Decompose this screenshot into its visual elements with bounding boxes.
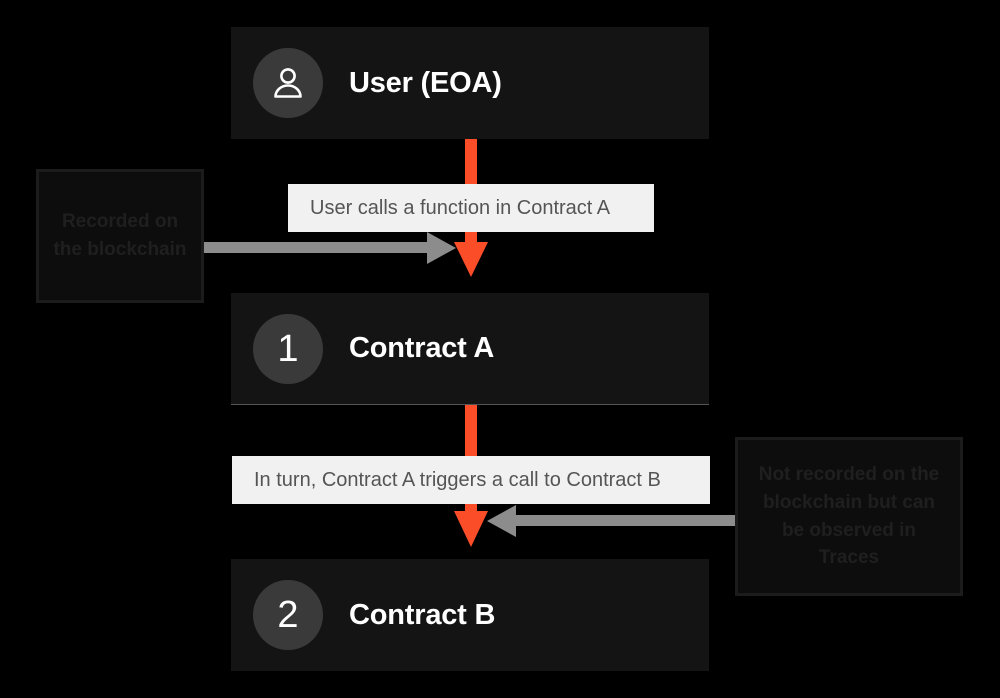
caption-user-calls-contract-a: User calls a function in Contract A xyxy=(288,184,654,232)
node-label-user: User (EOA) xyxy=(349,66,502,99)
step-badge-1: 1 xyxy=(253,313,323,384)
node-label-contract-a: Contract A xyxy=(349,332,495,364)
user-avatar-badge xyxy=(253,48,323,118)
annotation-arrow-right xyxy=(487,505,740,537)
note-not-recorded-traces: Not recorded on the blockchain but can b… xyxy=(735,437,963,596)
node-contract-a[interactable]: 1 Contract A xyxy=(231,293,709,405)
node-user-eoa[interactable]: User (EOA) xyxy=(231,27,709,139)
annotation-arrow-left xyxy=(203,232,456,264)
step-badge-2: 2 xyxy=(253,580,323,650)
caption-contract-a-triggers-contract-b: In turn, Contract A triggers a call to C… xyxy=(232,456,710,504)
note-recorded-on-blockchain: Recorded on the blockchain xyxy=(36,169,204,303)
person-icon xyxy=(274,68,302,98)
node-contract-b[interactable]: 2 Contract B xyxy=(231,559,709,671)
node-label-contract-b: Contract B xyxy=(349,598,496,631)
